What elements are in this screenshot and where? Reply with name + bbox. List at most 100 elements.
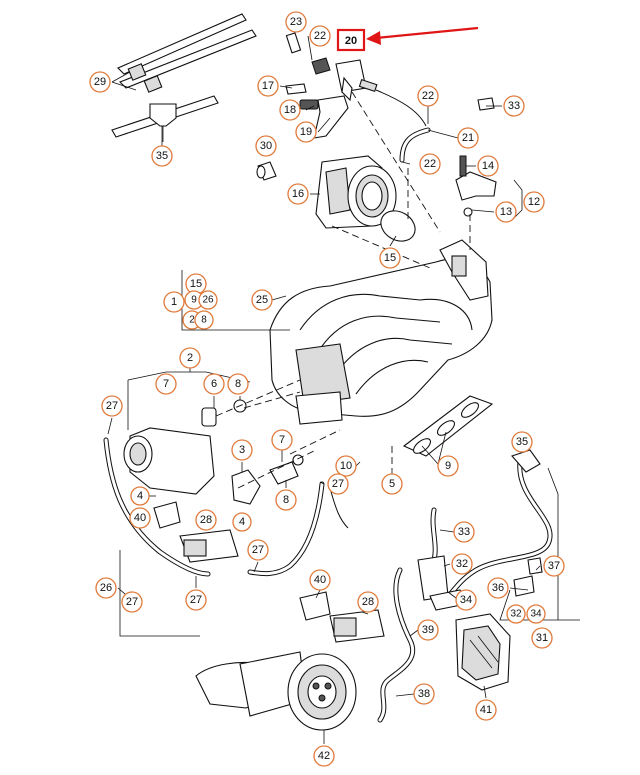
svg-text:27: 27: [126, 596, 138, 608]
cable-tie-parts: [111, 13, 257, 142]
svg-text:30: 30: [260, 140, 272, 152]
callout-41[interactable]: 41: [475, 699, 497, 721]
callout-23[interactable]: 23: [285, 11, 307, 33]
callout-19[interactable]: 19: [295, 121, 317, 143]
callout-27[interactable]: 27: [247, 539, 269, 561]
svg-text:2: 2: [189, 315, 195, 326]
svg-text:18: 18: [284, 104, 296, 116]
callout-8[interactable]: 8: [194, 310, 214, 330]
callout-12[interactable]: 12: [523, 191, 545, 213]
callout-22[interactable]: 22: [417, 85, 439, 107]
callout-14[interactable]: 14: [477, 155, 499, 177]
callout-28[interactable]: 28: [357, 591, 379, 613]
callout-33[interactable]: 33: [453, 521, 475, 543]
callout-16[interactable]: 16: [287, 183, 309, 205]
vacuum-pump-part: [455, 613, 511, 691]
svg-text:40: 40: [314, 574, 326, 586]
callout-42[interactable]: 42: [313, 745, 335, 767]
callout-13[interactable]: 13: [495, 201, 517, 223]
callout-7[interactable]: 7: [155, 373, 177, 395]
highlighted-callout-20[interactable]: 20: [336, 26, 479, 52]
svg-text:29: 29: [94, 76, 106, 88]
callout-35[interactable]: 35: [511, 431, 533, 453]
throttle-body-part: [315, 155, 416, 242]
part-number-callouts: 23 22 17 18 19 22 33 21 30 22 14 16 12 1…: [89, 11, 565, 767]
callout-35[interactable]: 35: [151, 145, 173, 167]
callout-27[interactable]: 27: [121, 591, 143, 613]
callout-8[interactable]: 8: [227, 373, 249, 395]
callout-10[interactable]: 10: [335, 455, 357, 477]
callout-30[interactable]: 30: [255, 135, 277, 157]
svg-text:5: 5: [389, 478, 395, 490]
svg-text:39: 39: [422, 624, 434, 636]
vacuum-line-38-39: [377, 567, 415, 723]
svg-text:9: 9: [191, 295, 197, 306]
callout-38[interactable]: 38: [413, 683, 435, 705]
svg-text:36: 36: [492, 582, 504, 594]
callout-22[interactable]: 22: [309, 25, 331, 47]
callout-25[interactable]: 25: [251, 289, 273, 311]
callout-18[interactable]: 18: [279, 99, 301, 121]
svg-text:25: 25: [256, 294, 268, 306]
highlight-label: 20: [345, 35, 357, 47]
callout-39[interactable]: 39: [417, 619, 439, 641]
svg-text:42: 42: [318, 750, 330, 762]
callout-7[interactable]: 7: [271, 429, 293, 451]
callout-37[interactable]: 37: [543, 555, 565, 577]
svg-text:26: 26: [202, 295, 214, 306]
callout-4[interactable]: 4: [130, 486, 150, 506]
callout-27[interactable]: 27: [327, 473, 349, 495]
svg-text:27: 27: [190, 594, 202, 606]
callout-40[interactable]: 40: [309, 569, 331, 591]
svg-text:32: 32: [456, 558, 468, 570]
callout-26[interactable]: 26: [95, 577, 117, 599]
callout-17[interactable]: 17: [257, 75, 279, 97]
callout-6[interactable]: 6: [203, 373, 225, 395]
callout-34[interactable]: 34: [455, 589, 477, 611]
svg-text:23: 23: [290, 16, 302, 28]
water-pump-pulley-part: [195, 651, 357, 731]
svg-text:8: 8: [283, 494, 289, 506]
callout-32[interactable]: 32: [506, 604, 526, 624]
svg-text:27: 27: [332, 478, 344, 490]
callout-21[interactable]: 21: [457, 127, 479, 149]
svg-text:12: 12: [528, 196, 540, 208]
callout-26[interactable]: 26: [198, 290, 218, 310]
callout-34[interactable]: 34: [526, 604, 546, 624]
callout-40[interactable]: 40: [129, 507, 151, 529]
callout-27[interactable]: 27: [101, 395, 123, 417]
callout-31[interactable]: 31: [531, 627, 553, 649]
svg-text:7: 7: [163, 378, 169, 390]
callout-8[interactable]: 8: [275, 489, 297, 511]
svg-text:34: 34: [530, 609, 542, 620]
callout-27[interactable]: 27: [185, 589, 207, 611]
manifold-gasket-part: [402, 395, 494, 457]
sleeve-part: [256, 161, 277, 181]
callout-22[interactable]: 22: [419, 153, 441, 175]
callout-5[interactable]: 5: [381, 473, 403, 495]
svg-text:8: 8: [235, 378, 241, 390]
svg-text:22: 22: [424, 158, 436, 170]
callout-29[interactable]: 29: [89, 71, 111, 93]
svg-text:17: 17: [262, 80, 274, 92]
callout-4[interactable]: 4: [232, 512, 252, 532]
callout-15[interactable]: 15: [379, 247, 401, 269]
svg-text:38: 38: [418, 688, 430, 700]
callout-leader-lines: [107, 35, 580, 744]
callout-2[interactable]: 2: [179, 347, 201, 369]
svg-text:7: 7: [279, 434, 285, 446]
callout-36[interactable]: 36: [487, 577, 509, 599]
svg-text:22: 22: [422, 90, 434, 102]
highlight-arrow: [375, 26, 479, 40]
callout-3[interactable]: 3: [231, 439, 253, 461]
callout-9[interactable]: 9: [437, 455, 459, 477]
svg-text:41: 41: [480, 704, 492, 716]
callout-32[interactable]: 32: [451, 553, 473, 575]
svg-text:33: 33: [508, 100, 520, 112]
callout-28[interactable]: 28: [195, 509, 217, 531]
svg-text:16: 16: [292, 188, 304, 200]
solenoid-valve-parts: [153, 501, 385, 643]
callout-1[interactable]: 1: [163, 291, 185, 313]
callout-33[interactable]: 33: [503, 95, 525, 117]
